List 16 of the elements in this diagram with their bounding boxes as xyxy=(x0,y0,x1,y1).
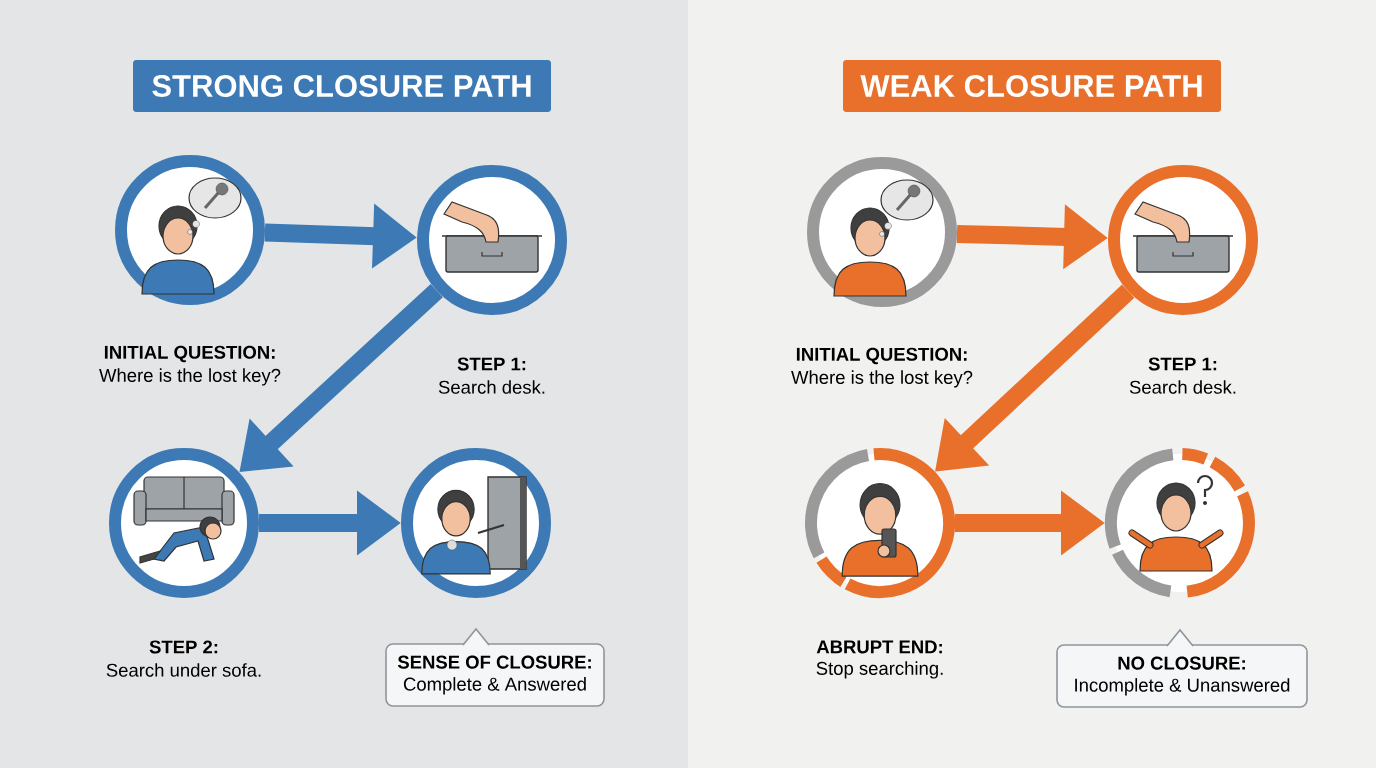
step-description: Where is the lost key? xyxy=(99,368,281,386)
callout-box: SENSE OF CLOSURE: Complete & Answered xyxy=(385,627,605,707)
title-banner: STRONG CLOSURE PATH xyxy=(133,60,551,112)
step-heading: STEP 1: xyxy=(457,357,526,371)
title-banner: WEAK CLOSURE PATH xyxy=(843,60,1221,112)
step-heading: INITIAL QUESTION: xyxy=(104,345,275,363)
step-description: Where is the lost key? xyxy=(791,370,973,388)
step-heading: STEP 2: xyxy=(149,640,218,654)
step-description: Stop searching. xyxy=(816,661,943,679)
step-description: Search desk. xyxy=(1129,380,1236,394)
step-heading: ABRUPT END: xyxy=(816,640,942,654)
step-description: Search desk. xyxy=(438,380,545,394)
step-heading: STEP 1: xyxy=(1148,357,1217,371)
step-heading: INITIAL QUESTION: xyxy=(796,347,967,365)
callout-box: NO CLOSURE: Incomplete & Unanswered xyxy=(1056,628,1308,708)
step-description: Search under sofa. xyxy=(106,663,261,677)
